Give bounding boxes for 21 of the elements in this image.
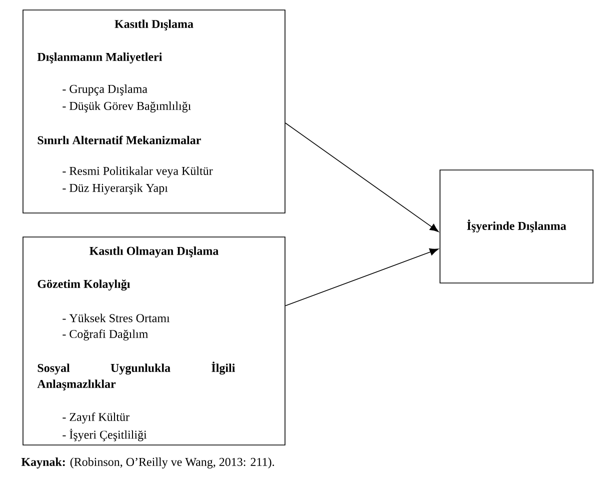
list-item: - İşyeri Çeşitliliği [62,428,147,442]
box-heading: Kasıtlı Olmayan Dışlama [90,246,218,258]
list-item: - Coğrafi Dağılım [62,329,148,341]
box-label: İşyerinde Dışlanma [467,220,566,232]
subheading: Sosyal Uygunlukla İlgili Anlaşmazlıklar [37,362,236,390]
list-item: - Grupça Dışlama [62,84,148,96]
factor-box [22,10,286,214]
factor-box [440,170,594,284]
list-item: - Yüksek Stres Ortamı [62,314,170,322]
subheading: Gözetim Kolaylığı [38,279,130,291]
list-item: - Resmi Politikalar veya Kültür [62,166,213,178]
subheading: Dışlanmanın Maliyetleri [37,52,162,64]
list-item: - Düz Hiyerarşik Yapı [62,184,168,194]
arrow [285,248,439,306]
list-item: - Zayıf Kültür [62,412,130,424]
subheading: Sınırlı Alternatif Mekanizmalar [38,136,201,144]
box-heading: Kasıtlı Dışlama [114,20,194,30]
factor-box [22,236,286,446]
source-note: Kaynak: (Robinson, O’Reilly ve Wang, 2013: 211). [21,458,274,468]
list-item: - Düşük Görev Bağımlılığı [62,102,191,112]
arrow [285,122,439,232]
